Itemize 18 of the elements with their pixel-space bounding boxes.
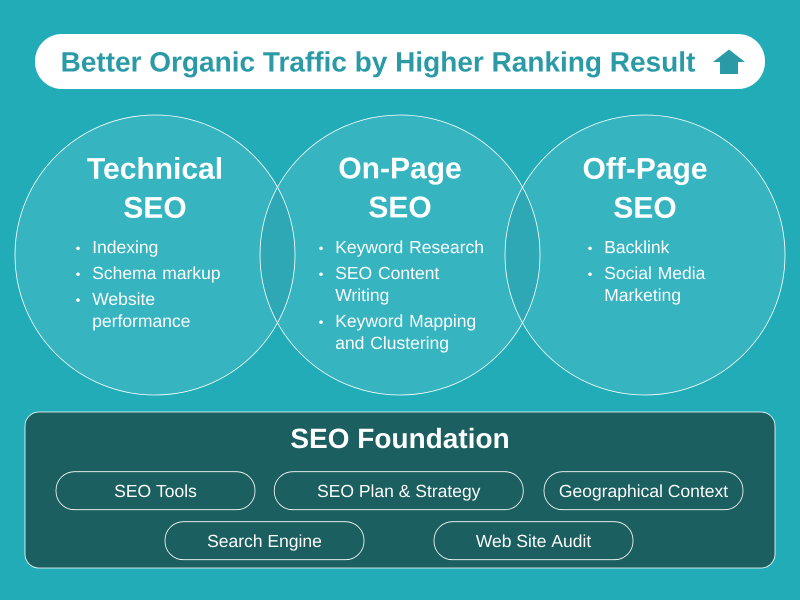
circle-heading: Technical SEO xyxy=(87,157,221,218)
list-item: Keyword Mapping and Clustering xyxy=(336,314,476,353)
list-item: Backlink xyxy=(606,240,670,254)
panel-heading: SEO Foundation xyxy=(291,428,508,448)
list-item: Indexing xyxy=(94,240,158,257)
topic-pill: SEO Plan & Strategy xyxy=(274,471,524,510)
list-item: Keyword Research xyxy=(336,240,483,257)
list-item: SEO Content Writing xyxy=(335,266,440,305)
topic-pill: SEO Tools xyxy=(56,471,256,510)
topic-pill: Search Engine xyxy=(164,521,364,560)
topic-pill: Web Site Audit xyxy=(434,521,634,560)
list-item: Schema markup xyxy=(93,266,220,283)
topic-pill: Geographical Context xyxy=(544,471,744,510)
list-item: Website performance xyxy=(92,292,190,331)
title-banner: Better Organic Traffic by Higher Ranking Result xyxy=(35,34,765,89)
circle-heading: On-Page SEO xyxy=(340,157,461,218)
circle-heading: Off-Page SEO xyxy=(584,157,706,218)
list-item: Social Media Marketing xyxy=(605,266,706,305)
